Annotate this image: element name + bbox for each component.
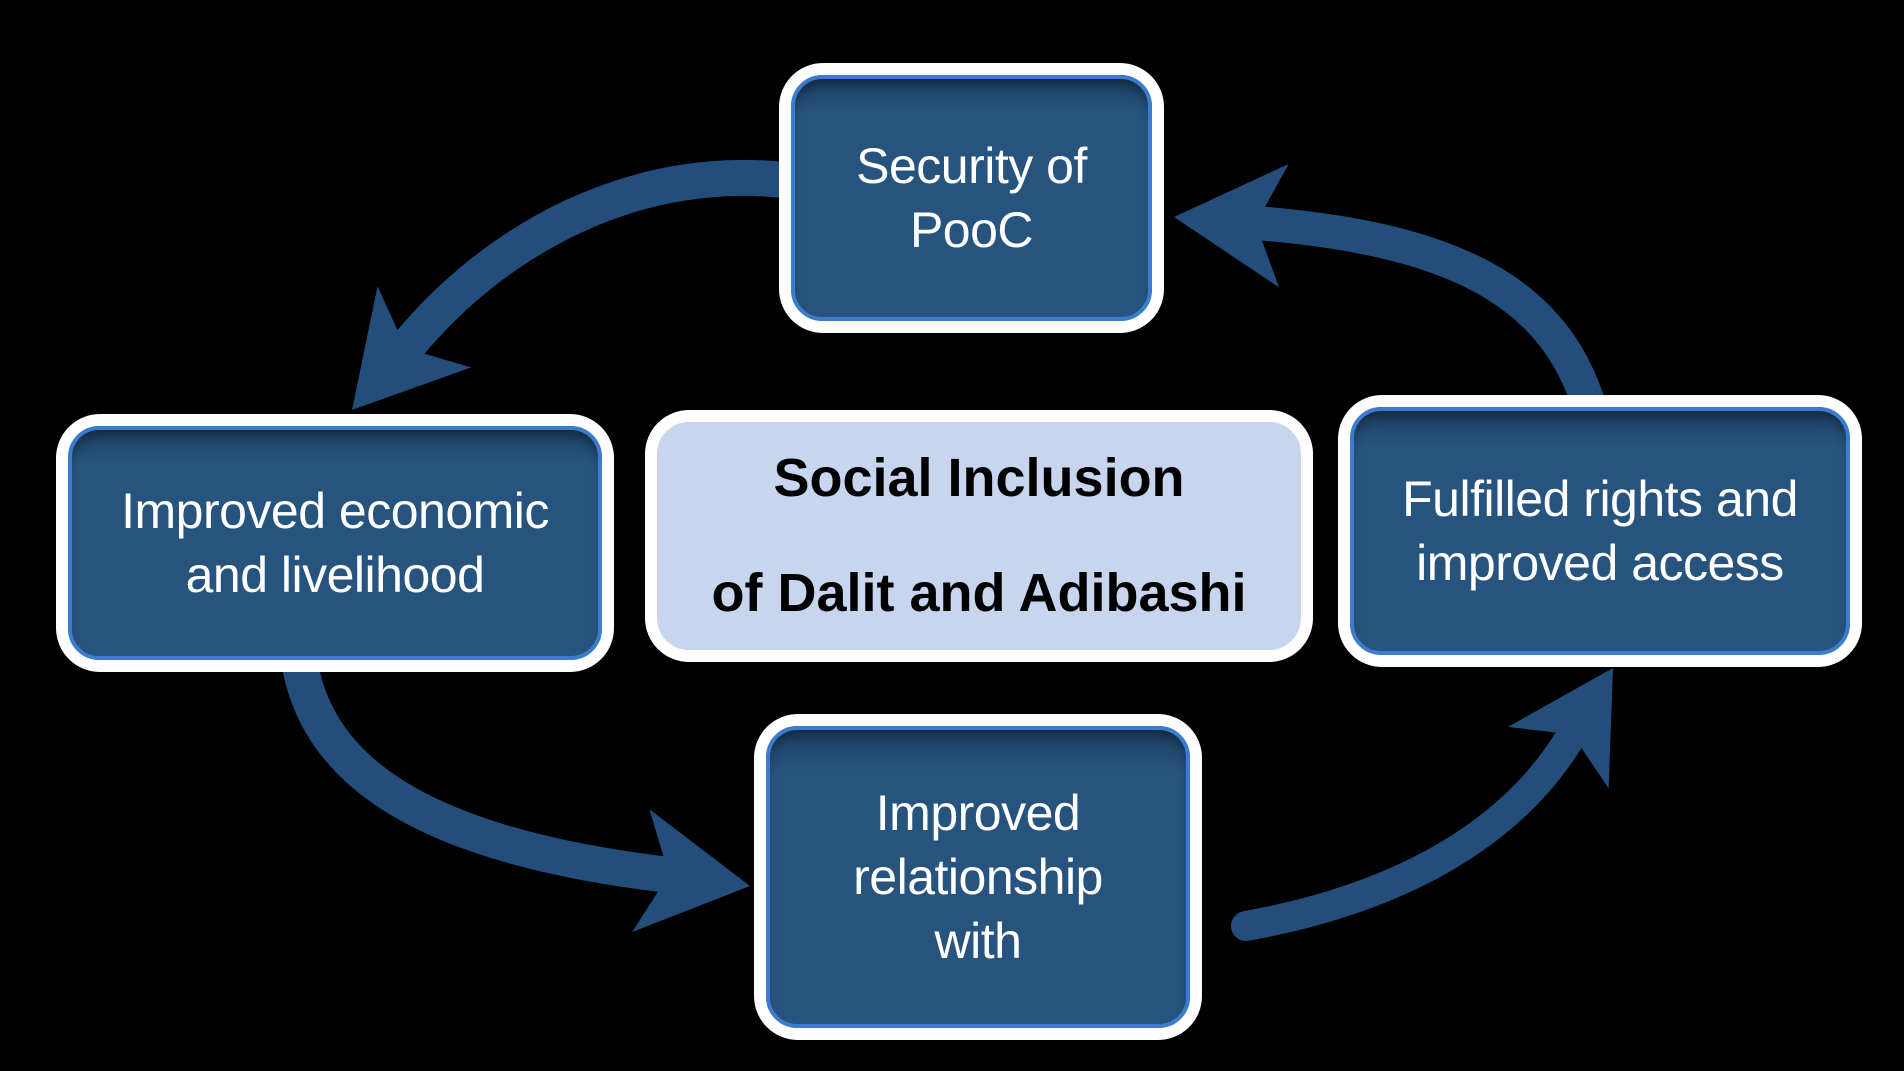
- center-label-line: Social Inclusion: [773, 447, 1185, 508]
- node-social-inclusion-center: Social Inclusion of Dalit and Adibashi: [645, 410, 1313, 662]
- node-improved-economic-livelihood: Improved economic and livelihood: [56, 414, 614, 672]
- node-label: Security of PooC: [856, 134, 1087, 262]
- node-label-line: PooC: [909, 202, 1034, 258]
- center-label: Social Inclusion of Dalit and Adibashi: [711, 444, 1246, 628]
- node-label-line: Improved economic: [121, 483, 549, 539]
- arrow-right-to-top: [1174, 163, 1613, 436]
- node-improved-relationship: Improved relationship with: [754, 714, 1202, 1040]
- node-security-of-pooc: Security of PooC: [779, 63, 1164, 333]
- node-label: Improved relationship with: [853, 781, 1103, 973]
- node-label-line: Improved: [875, 785, 1081, 841]
- arrow-left-to-bottom-shaft: [280, 649, 672, 893]
- node-label: Improved economic and livelihood: [121, 479, 549, 607]
- arrow-top-to-left: [352, 159, 803, 410]
- node-label-line: relationship: [853, 849, 1103, 905]
- arrow-left-to-bottom-head: [632, 809, 750, 933]
- arrow-right-to-top-head: [1174, 163, 1289, 288]
- node-label-line: with: [934, 913, 1022, 969]
- node-label-line: Fulfilled rights and: [1402, 471, 1798, 527]
- arrow-bottom-to-right-head: [1507, 668, 1613, 789]
- node-label: Fulfilled rights and improved access: [1402, 467, 1798, 595]
- node-label-line: and livelihood: [185, 547, 485, 603]
- node-fulfilled-rights-access: Fulfilled rights and improved access: [1338, 395, 1862, 667]
- arrow-bottom-to-right-shaft: [1231, 723, 1585, 941]
- node-label-line: Security of: [856, 138, 1087, 194]
- node-label-line: improved access: [1416, 535, 1784, 591]
- arrow-top-to-left-shaft: [392, 159, 803, 360]
- arrow-right-to-top-shaft: [1254, 206, 1613, 436]
- arrow-top-to-left-head: [352, 286, 472, 410]
- arrow-left-to-bottom: [280, 649, 750, 933]
- center-label-line: of Dalit and Adibashi: [711, 563, 1247, 623]
- arrow-bottom-to-right: [1231, 668, 1613, 941]
